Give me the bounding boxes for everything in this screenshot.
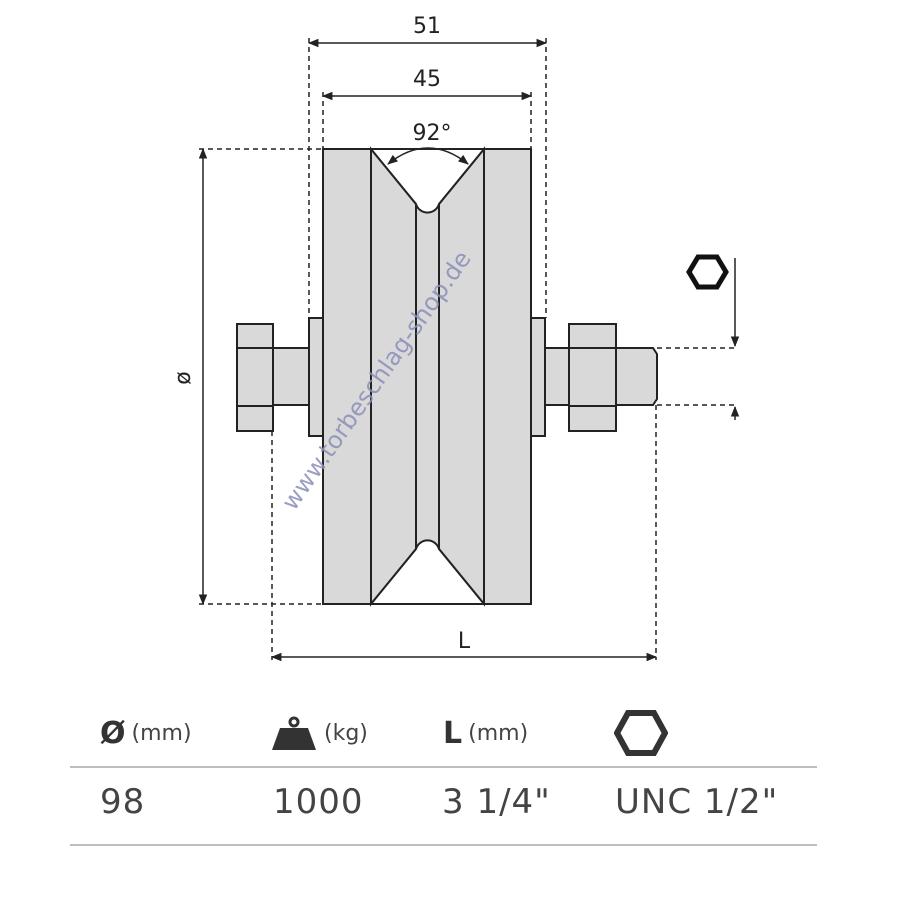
header-length: L (mm) [443, 700, 528, 766]
wheel-body [322, 146, 532, 607]
dim-groove-angle: 92° [413, 121, 452, 146]
dim-diameter: ø [171, 371, 196, 384]
load-unit: (kg) [324, 720, 368, 746]
dim-axle-length: L [458, 629, 471, 654]
header-thread [614, 700, 668, 766]
weight-icon [272, 716, 316, 750]
right-axle-assembly [530, 317, 658, 437]
length-symbol: L [443, 715, 463, 751]
diameter-unit: (mm) [131, 720, 192, 746]
extension-lines [199, 38, 737, 660]
header-diameter: Ø (mm) [100, 700, 192, 766]
header-divider [70, 766, 817, 768]
length-unit: (mm) [468, 720, 529, 746]
bottom-divider [70, 844, 817, 846]
groove-detail [368, 148, 487, 605]
value-load: 1000 [273, 782, 364, 822]
spec-header-row: Ø (mm) (kg) L (mm) [70, 700, 817, 766]
header-load: (kg) [270, 700, 368, 766]
dimension-lines [198, 38, 740, 662]
dim-inner-width: 45 [413, 67, 441, 92]
hex-nut-icon [614, 710, 668, 756]
diameter-symbol: Ø [100, 715, 126, 751]
value-thread: UNC 1/2" [615, 782, 779, 822]
spec-value-row: 98 1000 3 1/4" UNC 1/2" [70, 768, 817, 846]
dim-overall-width: 51 [413, 14, 441, 39]
left-axle-assembly [236, 317, 324, 437]
hex-thread-icon [686, 254, 729, 290]
spec-table: Ø (mm) (kg) L (mm) 98 1000 3 1/4" UNC 1/… [70, 700, 817, 846]
value-length: 3 1/4" [442, 782, 551, 822]
wheel-technical-drawing: 51 45 92° ø L www.torbeschlag-shop.de [171, 14, 740, 662]
value-diameter: 98 [100, 782, 146, 822]
